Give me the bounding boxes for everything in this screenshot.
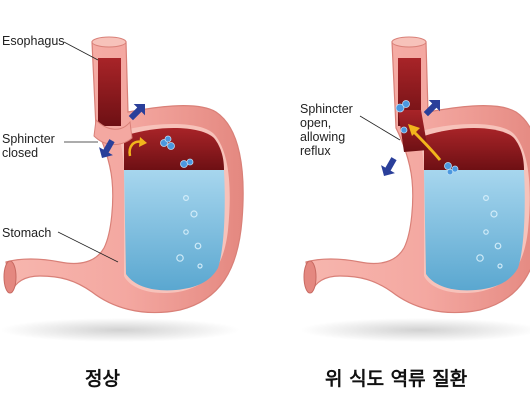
normal-stomach-diagram [0, 36, 244, 343]
sphincter-closed-label: Sphincter closed [2, 132, 55, 160]
reflux-stomach-diagram [299, 36, 530, 343]
stomach-illustration [299, 36, 530, 343]
pressure-arrow-icon [377, 154, 401, 180]
stomach-illustration [0, 36, 244, 343]
closed-sphincter [93, 118, 133, 145]
acid-bubble-icon [160, 135, 194, 168]
stomach-label: Stomach [2, 226, 52, 240]
esophagus-label: Esophagus [2, 34, 65, 48]
normal-caption: 정상 [85, 368, 120, 390]
sphincter-open-label: Sphincter open, allowing reflux [300, 102, 353, 158]
gerd-caption: 위 식도 역류 질환 [325, 368, 468, 390]
acid-bubble-icon [395, 100, 459, 176]
